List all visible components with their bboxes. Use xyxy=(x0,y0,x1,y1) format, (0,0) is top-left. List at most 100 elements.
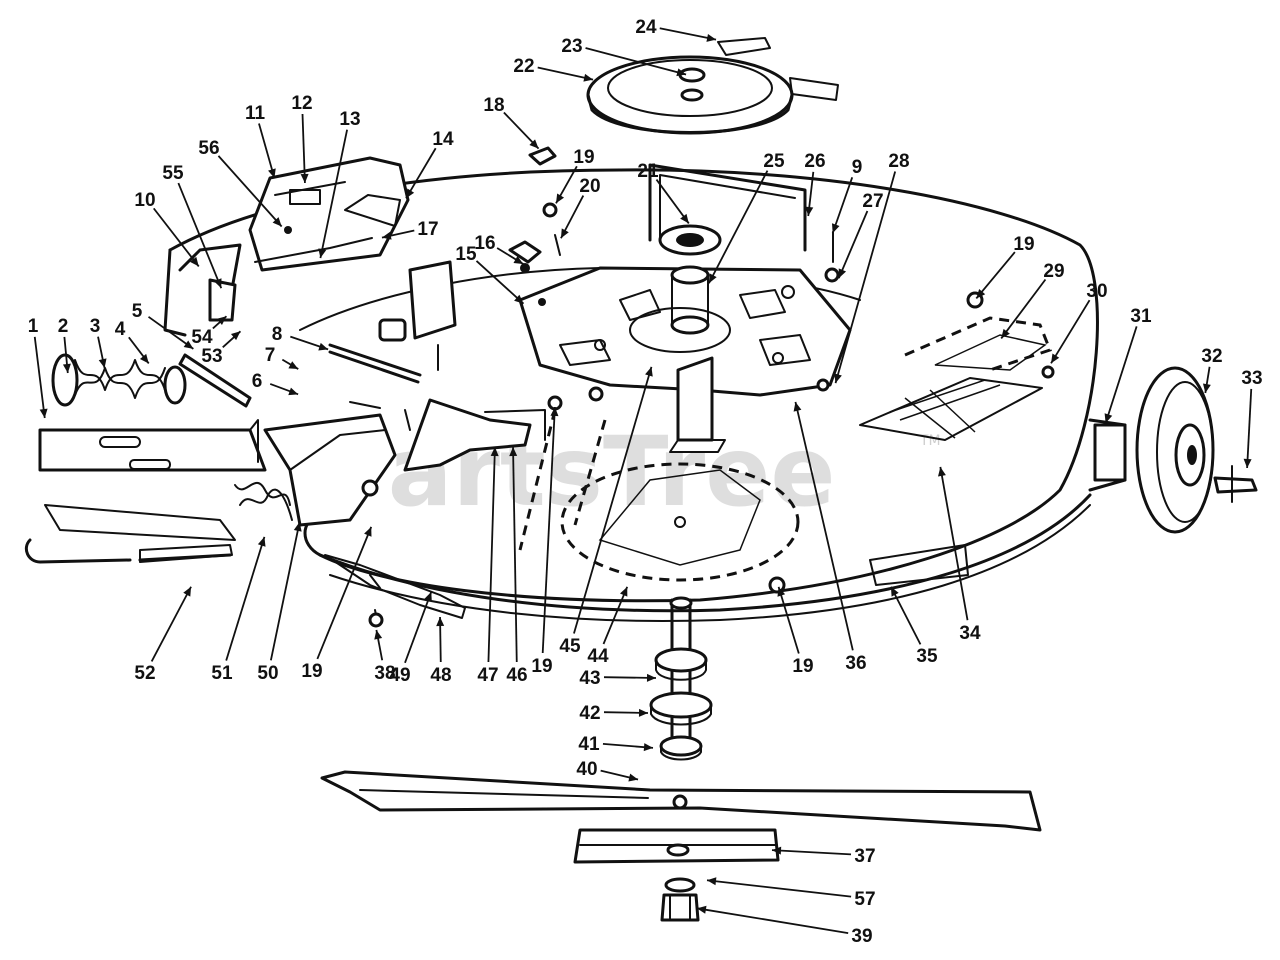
callout-number: 31 xyxy=(1130,306,1152,327)
callout-number: 15 xyxy=(455,244,477,265)
callout-19: 19 xyxy=(301,526,373,682)
callout-arrowhead xyxy=(1243,458,1252,469)
callout-arrowhead xyxy=(976,289,986,299)
callout-arrowhead xyxy=(680,213,689,224)
callout-38: 38 xyxy=(374,629,396,684)
callout-arrowhead xyxy=(777,586,786,597)
callout-number: 36 xyxy=(845,653,866,674)
height-adjust-assembly xyxy=(24,156,546,628)
callout-arrowhead xyxy=(272,217,282,227)
callout-arrowhead xyxy=(190,256,199,267)
callout-53: 53 xyxy=(201,330,242,367)
callout-51: 51 xyxy=(211,536,266,684)
callout-leader-line xyxy=(33,336,46,419)
callout-arrowhead xyxy=(509,446,518,457)
callout-number: 20 xyxy=(579,176,600,197)
callout-19: 19 xyxy=(531,406,559,677)
callout-number: 5 xyxy=(132,301,143,322)
callout-arrowhead xyxy=(619,586,628,597)
callout-28: 28 xyxy=(834,151,910,384)
callout-leader-line xyxy=(177,182,223,289)
callout-arrowhead xyxy=(890,586,899,597)
callout-25: 25 xyxy=(708,151,785,284)
callout-number: 43 xyxy=(579,668,600,689)
callout-leader-line xyxy=(225,536,266,661)
callout-number: 55 xyxy=(162,163,184,184)
callout-arrowhead xyxy=(288,387,299,396)
callout-number: 47 xyxy=(477,665,498,686)
spring-coil xyxy=(51,353,187,407)
callout-number: 21 xyxy=(637,161,659,182)
callout-arrowhead xyxy=(98,358,107,369)
callout-number: 6 xyxy=(252,371,263,392)
callout-arrowhead xyxy=(139,353,149,364)
callout-leader-line xyxy=(1000,278,1047,339)
callout-leader-line xyxy=(706,879,852,898)
callout-arrowhead xyxy=(1104,413,1113,424)
callout-leader-line xyxy=(301,113,306,184)
callout-21: 21 xyxy=(637,161,690,224)
callout-5: 5 xyxy=(132,301,194,350)
callout-arrowhead xyxy=(706,33,717,42)
callout-number: 35 xyxy=(916,646,938,667)
callout-number: 37 xyxy=(854,846,875,867)
callout-arrowhead xyxy=(643,743,654,752)
callout-leader-line xyxy=(1246,388,1253,469)
callout-leader-line xyxy=(487,446,496,663)
callout-leader-line xyxy=(316,526,373,660)
callout-49: 49 xyxy=(389,591,433,686)
callout-10: 10 xyxy=(134,190,200,267)
callout-leader-line xyxy=(794,401,854,651)
callout-number: 4 xyxy=(115,319,126,340)
callout-number: 19 xyxy=(792,656,813,677)
callout-arrowhead xyxy=(560,228,569,239)
callout-6: 6 xyxy=(252,371,299,396)
callout-number: 23 xyxy=(561,36,582,57)
callout-50: 50 xyxy=(257,521,302,684)
callout-leader-line xyxy=(153,207,200,267)
callout-arrowhead xyxy=(288,361,299,370)
callout-leader-line xyxy=(655,179,690,224)
callout-leader-line xyxy=(404,591,433,664)
callout-number: 41 xyxy=(578,734,600,755)
callout-arrowhead xyxy=(436,616,445,627)
callout-arrowhead xyxy=(490,446,499,457)
callout-arrowhead xyxy=(293,521,302,532)
callout-arrowhead xyxy=(556,193,565,204)
callout-number: 49 xyxy=(389,665,410,686)
callout-46: 46 xyxy=(506,446,528,686)
callout-number: 12 xyxy=(291,93,312,114)
pulley-assembly xyxy=(528,37,839,166)
callout-leader-line xyxy=(217,155,283,228)
callout-number: 13 xyxy=(339,109,360,130)
callout-number: 24 xyxy=(635,17,657,38)
spindle-mount-plate xyxy=(518,163,852,453)
callout-number: 53 xyxy=(201,346,222,367)
callout-8: 8 xyxy=(272,324,329,351)
callout-arrowhead xyxy=(424,591,432,602)
callout-arrowhead xyxy=(257,536,266,547)
callout-arrowhead xyxy=(1051,353,1060,364)
callout-leader-line xyxy=(1104,326,1138,424)
callout-43: 43 xyxy=(579,668,657,689)
callout-number: 22 xyxy=(513,56,534,77)
callout-arrowhead xyxy=(708,273,717,284)
callout-leader-line xyxy=(771,849,852,856)
callout-3: 3 xyxy=(90,316,107,369)
callout-arrowhead xyxy=(1202,383,1211,394)
callout-leader-line xyxy=(150,586,192,662)
callout-number: 18 xyxy=(483,95,504,116)
callout-leader-line xyxy=(258,123,276,179)
callout-leader-line xyxy=(837,210,869,279)
callout-arrowhead xyxy=(214,278,222,289)
callout-12: 12 xyxy=(291,93,313,184)
callout-number: 14 xyxy=(432,129,454,150)
callout-4: 4 xyxy=(115,319,150,364)
callout-29: 29 xyxy=(1000,261,1065,339)
callout-number: 40 xyxy=(576,759,597,780)
callout-57: 57 xyxy=(706,877,876,910)
callout-arrowhead xyxy=(216,316,227,326)
callout-leader-line xyxy=(777,586,800,654)
